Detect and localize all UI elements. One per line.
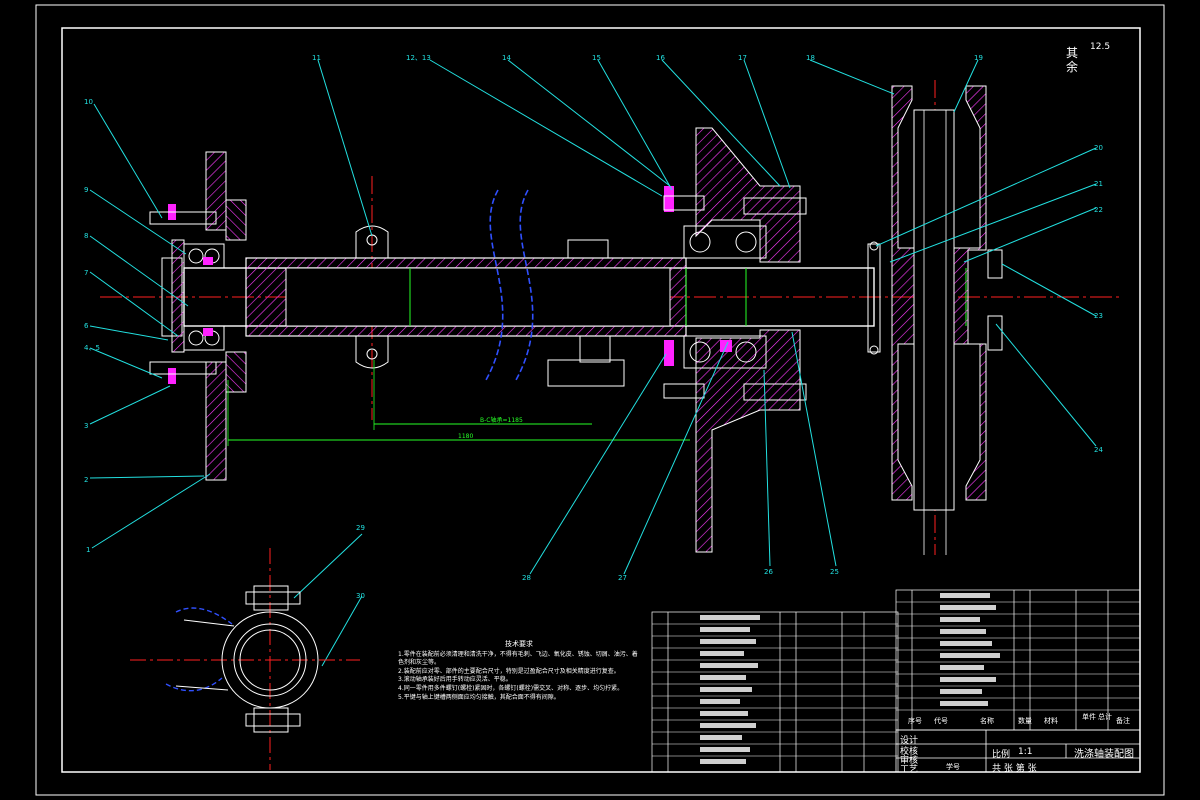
- sheave-pulley: [867, 85, 1003, 555]
- balloon-4-5: 4、5: [84, 344, 100, 352]
- note-4: 4.同一零件用多件螺钉(螺栓)紧固时，各螺钉(螺栓)需交叉、对称、逐步、均匀拧紧…: [398, 684, 624, 692]
- note-3: 3.滚动轴承装好后用手转动应灵活、平稳。: [398, 676, 512, 684]
- balloon-23: 23: [1094, 312, 1103, 320]
- scale-value: 1:1: [1018, 747, 1033, 757]
- note-2: 2.装配前应对零、部件的主要配合尺寸，特别是过盈配合尺寸及相关精度进行复查。: [398, 667, 620, 675]
- drawing-title: 洗涤轴装配图: [1074, 749, 1134, 760]
- title-block: [895, 729, 1141, 773]
- note-1: 1.零件在装配前必须清理和清洗干净，不得有毛刺、飞边、氧化皮、锈蚀、切屑、油污、…: [398, 650, 638, 667]
- sheet-count: 共 张 第 张: [992, 764, 1037, 774]
- parts-header-qty: 数量: [1018, 717, 1032, 725]
- parts-header-unit: 单件: [1082, 713, 1096, 721]
- balloon-12-13: 12、13: [406, 54, 431, 62]
- balloon-20: 20: [1094, 144, 1103, 152]
- technical-requirements: 技术要求 1.零件在装配前必须清理和清洗干净，不得有毛刺、飞边、氧化皮、锈蚀、切…: [398, 640, 640, 702]
- break-line: [485, 189, 504, 381]
- balloon-6: 6: [84, 322, 89, 330]
- scale-label: 比例: [992, 750, 1011, 760]
- balloon-14: 14: [502, 54, 511, 62]
- balloon-2: 2: [84, 476, 88, 484]
- balloon-29: 29: [356, 524, 365, 532]
- balloon-10: 10: [84, 98, 93, 106]
- balloon-26: 26: [764, 568, 773, 576]
- role-check: 校核: [900, 747, 919, 757]
- student-label: 学号: [946, 763, 960, 771]
- balloon-28: 28: [522, 574, 531, 582]
- notes-title: 技术要求: [505, 640, 533, 648]
- role-review: 审核: [900, 756, 919, 766]
- balloon-3: 3: [84, 422, 88, 430]
- parts-header-total: 总计: [1098, 713, 1112, 721]
- right-housing: [663, 127, 807, 553]
- parts-header-name: 名称: [980, 717, 994, 725]
- surface-finish-symbol: 其余: [1066, 46, 1079, 74]
- balloon-1: 1: [86, 546, 90, 554]
- shaft: [183, 257, 967, 337]
- balloon-15: 15: [592, 54, 601, 62]
- role-design: 设计: [900, 736, 919, 746]
- detail-view-clamp: [130, 548, 360, 770]
- left-housing: [149, 151, 247, 481]
- balloon-21: 21: [1094, 180, 1103, 188]
- parts-header-no: 序号: [908, 717, 922, 725]
- role-process: 工艺: [900, 765, 919, 775]
- balloon-27: 27: [618, 574, 627, 582]
- drawing-frame: [61, 27, 1141, 773]
- balloon-11: 11: [312, 54, 321, 62]
- balloon-17: 17: [738, 54, 747, 62]
- balloon-24: 24: [1094, 446, 1103, 454]
- parts-header-code: 代号: [934, 717, 948, 725]
- surface-finish-value: 12.5: [1090, 42, 1111, 52]
- balloon-8: 8: [84, 232, 88, 240]
- balloon-18: 18: [806, 54, 815, 62]
- sheet-border: [35, 4, 1165, 796]
- balloon-19: 19: [974, 54, 983, 62]
- note-5: 5.平键与轴上键槽两侧面应均匀接触，其配合面不得有间隙。: [398, 693, 560, 701]
- balloon-22: 22: [1094, 206, 1103, 214]
- balloon-25: 25: [830, 568, 839, 576]
- dimension-overall-label: 1180: [458, 433, 473, 440]
- dimension-span-label: B-C轴承=1185: [480, 416, 523, 424]
- parts-header-remark: 备注: [1116, 717, 1130, 725]
- parts-header-material: 材料: [1044, 717, 1058, 725]
- balloon-16: 16: [656, 54, 665, 62]
- leader-lines: [89, 59, 1097, 667]
- balloon-9: 9: [84, 186, 88, 194]
- balloon-7: 7: [84, 269, 88, 277]
- balloon-30: 30: [356, 592, 365, 600]
